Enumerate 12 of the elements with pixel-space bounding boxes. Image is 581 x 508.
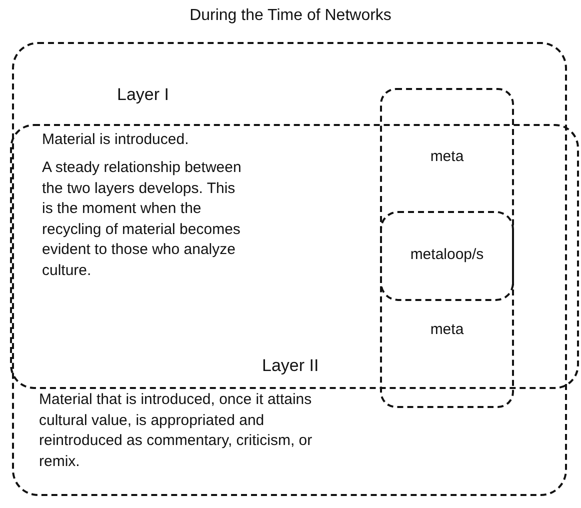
layer-title: Layer I: [117, 85, 169, 106]
diagram-title: During the Time of Networks: [188, 7, 392, 25]
meta-frame: [380, 88, 514, 408]
loop-label: metaloop/s: [409, 245, 485, 265]
loop-frame: [380, 211, 514, 301]
description-text: Material is introduced.: [42, 130, 189, 150]
meta-label: meta: [429, 320, 465, 340]
description-text: A steady relationship between the two layers develops. This is the moment when the recycling of material becomes evident to those who analyze culture.: [42, 158, 242, 280]
description-text: Material that is introduced, once it attains cultural value, is appropriated and reintroduced as commentary, criticism, or remix.: [39, 390, 314, 472]
layer-frame: [12, 42, 567, 496]
layer-title: Layer II: [262, 356, 319, 376]
meta-label: meta: [429, 147, 465, 167]
